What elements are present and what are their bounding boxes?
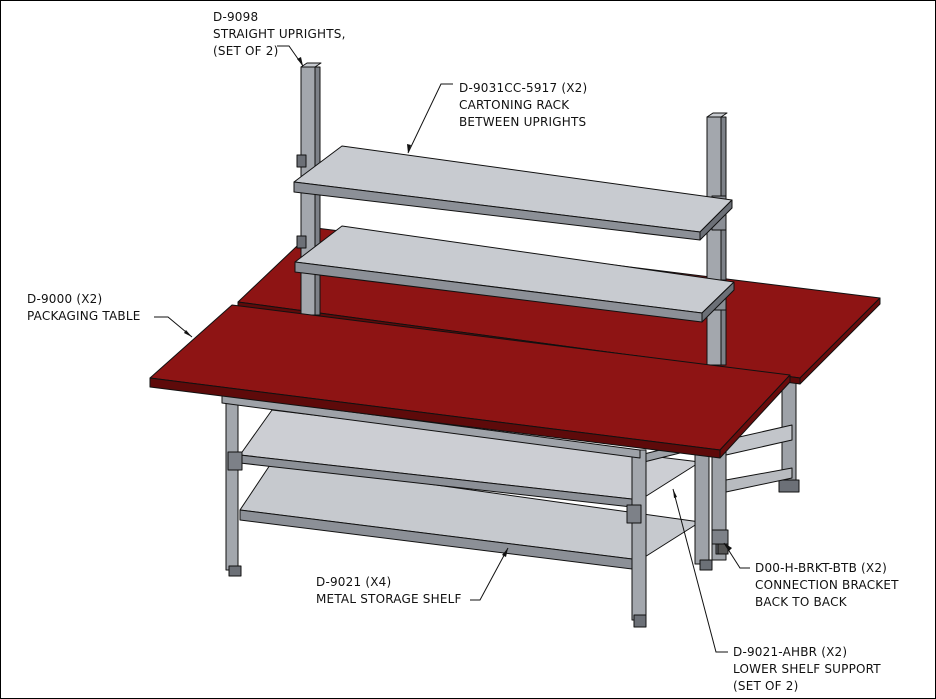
callout-d-9021: D-9021 (X4) METAL STORAGE SHELF [316, 574, 462, 608]
callout-part-number: D-9098 [213, 10, 259, 24]
callout-d00-h-brkt-btb: D00-H-BRKT-BTB (X2) CONNECTION BRACKET B… [755, 560, 899, 611]
connection-bracket [711, 529, 729, 555]
leader-d-9021-ahbr [672, 488, 728, 653]
leader-d-9000-arrow [184, 330, 192, 337]
callout-description: (SET OF 2) [733, 679, 799, 693]
callout-description: CONNECTION BRACKET [755, 578, 899, 592]
callout-description: PACKAGING TABLE [27, 309, 141, 323]
leader-d-9031cc [407, 83, 453, 154]
callout-description: STRAIGHT UPRIGHTS, [213, 27, 346, 41]
cartoning-rack-upper [293, 145, 733, 241]
callout-description: CARTONING RACK [459, 98, 570, 112]
right-upright [706, 116, 722, 366]
callout-description: BETWEEN UPRIGHTS [459, 115, 587, 129]
leader-d00-h-brkt-arrow [724, 543, 732, 551]
leader-d-9021 [470, 547, 509, 601]
leader-d-9021-ahbr-arrow [673, 489, 677, 498]
callout-part-number: D-9000 (X2) [27, 292, 103, 306]
callout-description: BACK TO BACK [755, 595, 847, 609]
callout-description: METAL STORAGE SHELF [316, 592, 462, 606]
callout-description: (SET OF 2) [213, 44, 279, 58]
leader-d-9031cc-arrow [407, 144, 411, 153]
callout-d-9021-ahbr: D-9021-AHBR (X2) LOWER SHELF SUPPORT (SE… [733, 644, 881, 695]
callout-d-9000: D-9000 (X2) PACKAGING TABLE [27, 291, 141, 325]
leader-d-9000 [154, 316, 193, 338]
callout-description: LOWER SHELF SUPPORT [733, 662, 881, 676]
front-table-leg [631, 449, 647, 621]
callout-part-number: D-9031CC-5917 (X2) [459, 81, 588, 95]
callout-part-number: D00-H-BRKT-BTB (X2) [755, 561, 888, 575]
front-table-leg [225, 394, 239, 571]
leader-d-9021-arrow [502, 548, 508, 557]
cartoning-rack-lower [294, 225, 735, 323]
callout-d-9098: D-9098 STRAIGHT UPRIGHTS, (SET OF 2) [213, 9, 346, 60]
callout-d-9031cc-5917: D-9031CC-5917 (X2) CARTONING RACK BETWEE… [459, 80, 587, 131]
callout-part-number: D-9021-AHBR (X2) [733, 645, 848, 659]
callout-part-number: D-9021 (X4) [316, 575, 392, 589]
leader-d00-h-brkt [723, 542, 750, 569]
front-table-leg [694, 439, 710, 565]
leader-d-9098-arrow [297, 57, 303, 66]
front-table [149, 304, 791, 628]
